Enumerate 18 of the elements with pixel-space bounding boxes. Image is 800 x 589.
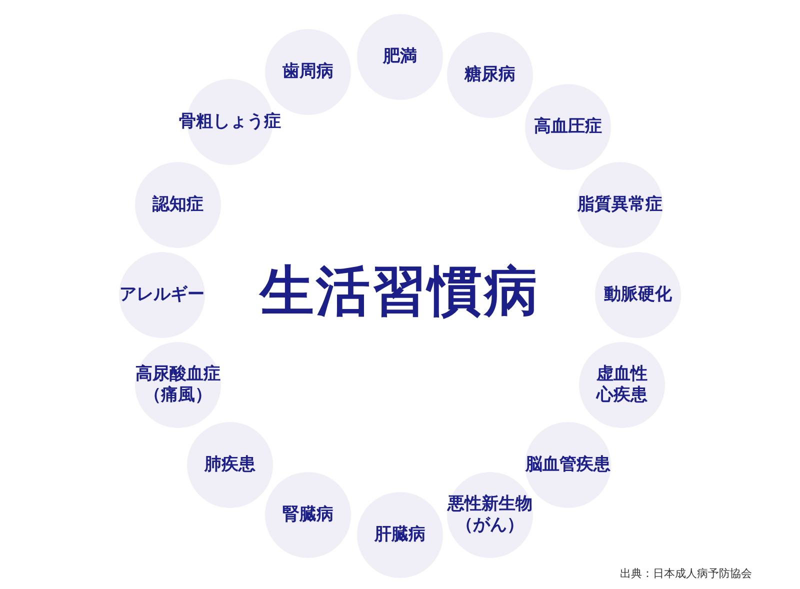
node-label: 悪性新生物（がん） [446,494,534,536]
node-label: 脳血管疾患 [526,454,610,476]
node-label: 腎臓病 [282,504,334,526]
node-label: 高尿酸血症（痛風） [134,364,222,406]
node-label: 脂質異常症 [578,194,662,216]
node-label: 糖尿病 [464,64,516,86]
node-label: 動脈硬化 [604,284,672,306]
node-label: 骨粗しょう症 [179,111,281,133]
node-label: アレルギー [120,284,204,306]
title: 生活習慣病 [260,258,540,324]
node-label: 歯周病 [282,61,334,83]
node-label: 高血圧症 [534,116,602,138]
node-label: 虚血性心疾患 [596,364,648,406]
node-label: 肥満 [383,46,417,68]
node-label: 認知症 [152,194,204,216]
node-label: 肝臓病 [374,524,426,546]
source-caption: 出典：日本成人病予防協会 [620,566,752,581]
node-label: 肺疾患 [204,454,256,476]
